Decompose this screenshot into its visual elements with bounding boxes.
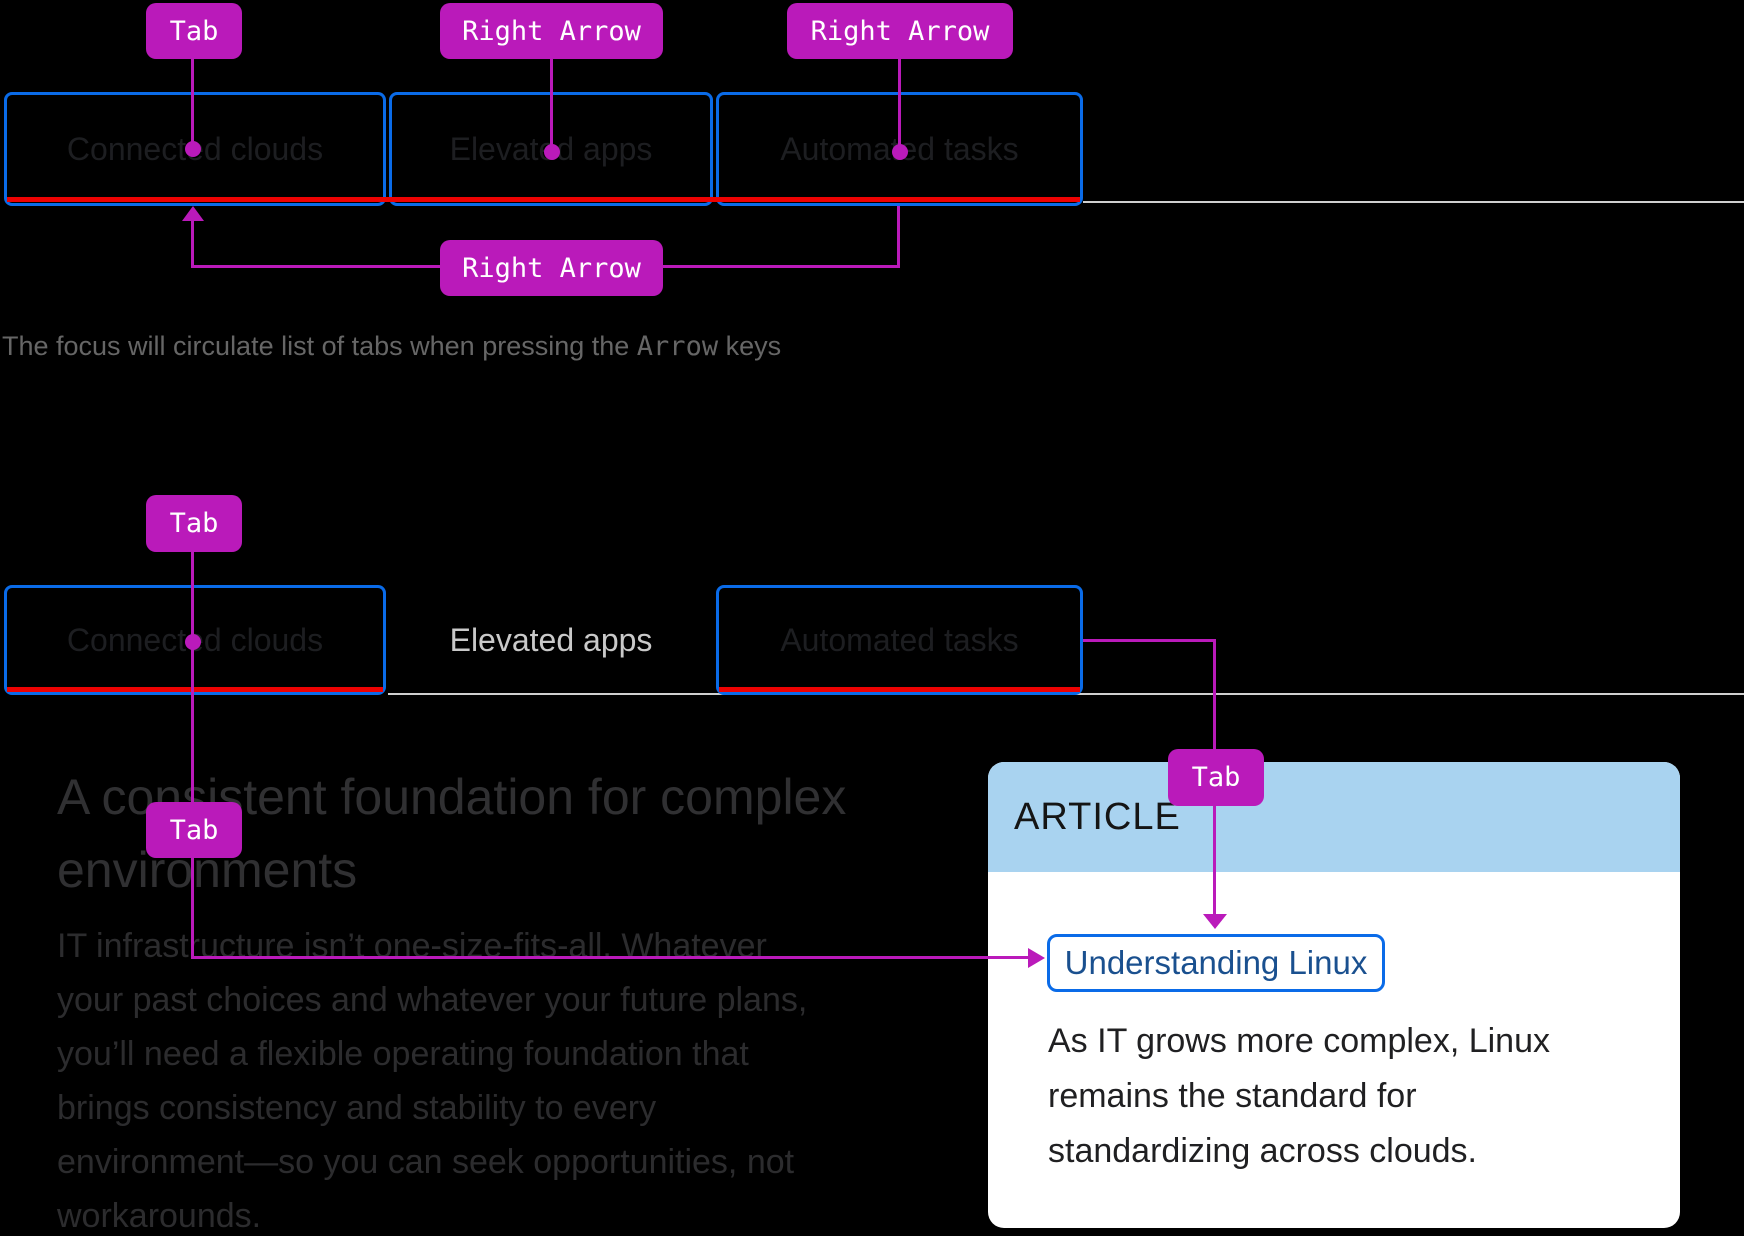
connector-line — [1213, 806, 1216, 914]
article-body-line: remains the standard for — [1048, 1077, 1417, 1115]
page-paragraph-line: workarounds. — [57, 1197, 262, 1235]
active-tab-underline — [7, 197, 1080, 202]
key-label-tab: Tab — [146, 495, 242, 552]
connector-line — [191, 956, 1028, 959]
caption-text: keys — [718, 331, 782, 361]
connector-line — [1083, 639, 1216, 642]
key-label-right-arrow: Right Arrow — [440, 3, 663, 59]
active-tab-underline — [719, 687, 1080, 692]
page-paragraph-line: IT infrastructure isn’t one-size-fits-al… — [57, 927, 767, 965]
focus-dot — [185, 634, 201, 650]
focus-dot — [185, 141, 201, 157]
arrow-down-icon — [1203, 914, 1227, 929]
tab-elevated-apps[interactable]: Elevated apps — [449, 621, 653, 658]
page-paragraph-line: your past choices and whatever your futu… — [57, 981, 808, 1019]
arrow-right-icon — [1028, 948, 1045, 968]
key-label-right-arrow-loop: Right Arrow — [440, 240, 663, 296]
tabs-divider-line — [1083, 201, 1744, 203]
page-paragraph-line: environment—so you can seek opportunitie… — [57, 1143, 795, 1181]
key-label-tab: Tab — [1168, 749, 1264, 806]
connector-line — [191, 220, 194, 268]
arrow-up-icon — [182, 206, 204, 221]
diagram-caption: The focus will circulate list of tabs wh… — [2, 331, 781, 362]
active-tab-underline — [7, 687, 383, 692]
connector-line — [191, 57, 194, 149]
key-label-tab: Tab — [146, 3, 242, 59]
caption-text: The focus will circulate list of tabs wh… — [2, 331, 637, 361]
article-card-header: ARTICLE — [988, 762, 1680, 872]
tab-connected-clouds[interactable]: Connected clouds — [4, 92, 386, 206]
key-label-tab: Tab — [146, 802, 242, 858]
article-card-body: As IT grows more complex, Linux remains … — [1048, 1014, 1550, 1179]
page-paragraph: IT infrastructure isn’t one-size-fits-al… — [57, 919, 807, 1236]
caption-key-name: Arrow — [636, 331, 719, 362]
tab-automated-tasks[interactable]: Automated tasks — [716, 585, 1083, 695]
page-paragraph-line: you’ll need a flexible operating foundat… — [57, 1035, 749, 1073]
connector-line — [191, 552, 194, 958]
article-body-line: standardizing across clouds. — [1048, 1132, 1478, 1170]
article-eyebrow: ARTICLE — [1014, 795, 1181, 838]
understanding-linux-link[interactable]: Understanding Linux — [1047, 934, 1385, 992]
focus-dot — [544, 144, 560, 160]
key-label-right-arrow: Right Arrow — [787, 3, 1013, 59]
connector-line — [898, 57, 901, 152]
focus-dot — [892, 144, 908, 160]
article-card: ARTICLE — [988, 762, 1680, 1228]
connector-line — [1213, 639, 1216, 750]
page-paragraph-line: brings consistency and stability to ever… — [57, 1089, 657, 1127]
connector-line — [897, 206, 900, 268]
connector-line — [550, 57, 553, 152]
article-body-line: As IT grows more complex, Linux — [1048, 1022, 1550, 1060]
